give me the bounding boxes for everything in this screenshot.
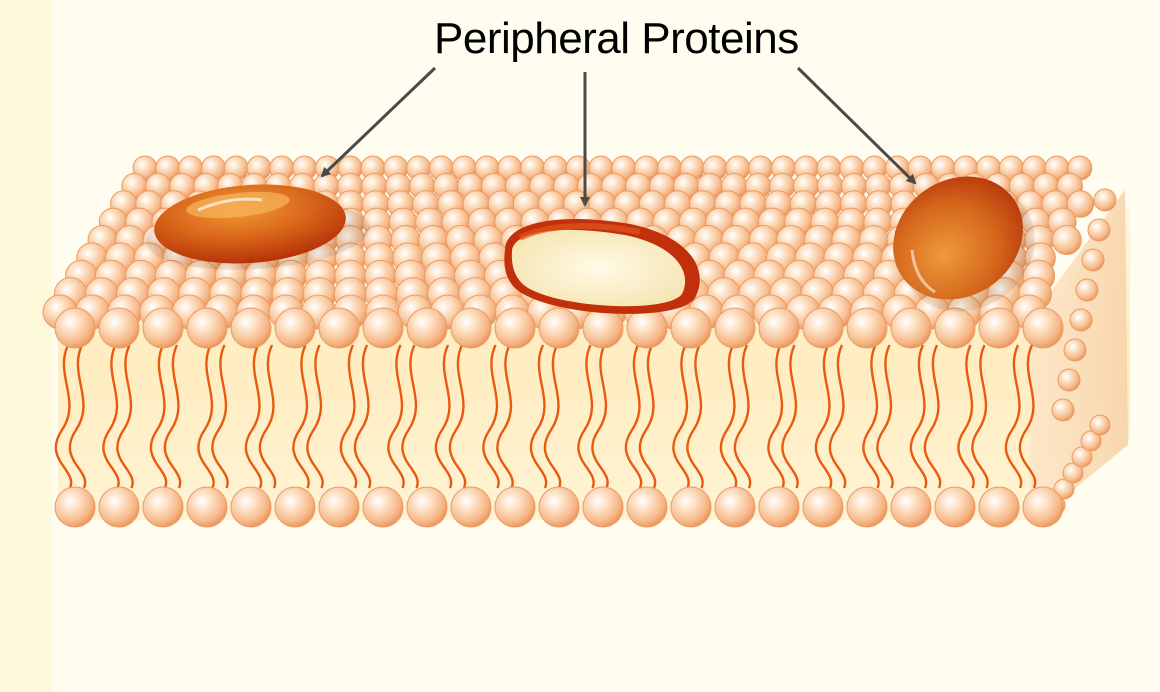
lipid-head-icon bbox=[55, 308, 95, 348]
front-upper-head-row bbox=[55, 308, 1063, 348]
lipid-head-icon bbox=[627, 487, 667, 527]
lipid-head-icon bbox=[187, 308, 227, 348]
lipid-head-icon bbox=[583, 487, 623, 527]
lipid-head-icon bbox=[1023, 487, 1063, 527]
lipid-head-icon bbox=[143, 308, 183, 348]
lipid-head-icon bbox=[1064, 339, 1086, 361]
lipid-head-icon bbox=[803, 308, 843, 348]
front-lower-head-row bbox=[55, 487, 1063, 527]
lipid-head-icon bbox=[1070, 309, 1092, 331]
lipid-head-icon bbox=[275, 487, 315, 527]
lipid-head-icon bbox=[847, 487, 887, 527]
diagram-label: Peripheral Proteins bbox=[434, 14, 799, 64]
lipid-head-icon bbox=[143, 487, 183, 527]
lipid-head-icon bbox=[671, 308, 711, 348]
lipid-head-icon bbox=[363, 308, 403, 348]
lipid-head-icon bbox=[451, 487, 491, 527]
lipid-head-icon bbox=[715, 308, 755, 348]
lipid-head-icon bbox=[1076, 279, 1098, 301]
lipid-head-icon bbox=[99, 308, 139, 348]
lipid-head-icon bbox=[935, 487, 975, 527]
lipid-head-icon bbox=[759, 308, 799, 348]
lipid-head-icon bbox=[891, 308, 931, 348]
lipid-head-icon bbox=[407, 308, 447, 348]
lipid-head-icon bbox=[1058, 369, 1080, 391]
lipid-head-icon bbox=[671, 487, 711, 527]
lipid-head-icon bbox=[935, 308, 975, 348]
lipid-head-icon bbox=[979, 308, 1019, 348]
lipid-head-icon bbox=[275, 308, 315, 348]
lipid-head-icon bbox=[627, 308, 667, 348]
lipid-head-icon bbox=[231, 487, 271, 527]
lipid-head-icon bbox=[407, 487, 447, 527]
lipid-head-icon bbox=[539, 487, 579, 527]
lipid-head-icon bbox=[187, 487, 227, 527]
lipid-head-icon bbox=[231, 308, 271, 348]
lipid-head-icon bbox=[55, 487, 95, 527]
lipid-head-icon bbox=[803, 487, 843, 527]
lipid-head-icon bbox=[539, 308, 579, 348]
lipid-head-icon bbox=[1082, 249, 1104, 271]
lipid-head-icon bbox=[1023, 308, 1063, 348]
lipid-head-icon bbox=[1094, 189, 1116, 211]
lipid-head-icon bbox=[319, 487, 359, 527]
lipid-head-icon bbox=[1090, 415, 1110, 435]
left-band bbox=[0, 0, 52, 692]
lipid-head-icon bbox=[1052, 399, 1074, 421]
lipid-head-icon bbox=[891, 487, 931, 527]
lipid-head-icon bbox=[583, 308, 623, 348]
lipid-head-icon bbox=[847, 308, 887, 348]
lipid-head-icon bbox=[759, 487, 799, 527]
lipid-head-icon bbox=[319, 308, 359, 348]
lipid-head-icon bbox=[495, 308, 535, 348]
lipid-head-icon bbox=[715, 487, 755, 527]
lipid-head-icon bbox=[99, 487, 139, 527]
lipid-head-icon bbox=[1052, 226, 1081, 255]
lipid-head-icon bbox=[363, 487, 403, 527]
lipid-head-icon bbox=[495, 487, 535, 527]
lipid-head-icon bbox=[451, 308, 491, 348]
lipid-head-icon bbox=[1088, 219, 1110, 241]
lipid-head-icon bbox=[979, 487, 1019, 527]
